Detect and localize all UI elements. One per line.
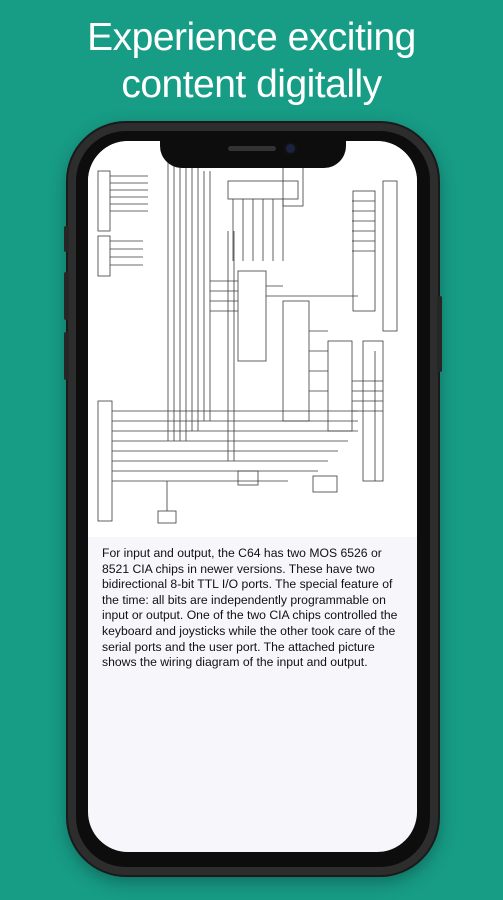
headline-line-2: content digitally: [121, 63, 382, 106]
promo-headline: Experience exciting content digitally: [0, 14, 503, 108]
front-camera-icon: [286, 144, 295, 153]
phone-power-button: [437, 296, 442, 372]
phone-silent-switch: [64, 226, 69, 252]
arrow-left-icon[interactable]: [374, 159, 398, 183]
article-description: For input and output, the C64 has two MO…: [102, 546, 398, 670]
phone-volume-up: [64, 272, 69, 320]
schematic-drawing: [97, 161, 398, 524]
phone-speaker: [228, 146, 276, 151]
schematic-image: [88, 141, 417, 537]
phone-notch: [160, 134, 346, 168]
phone-volume-down: [64, 332, 69, 380]
headline-line-1: Experience exciting: [87, 16, 416, 59]
phone-screen: For input and output, the C64 has two MO…: [88, 141, 417, 852]
